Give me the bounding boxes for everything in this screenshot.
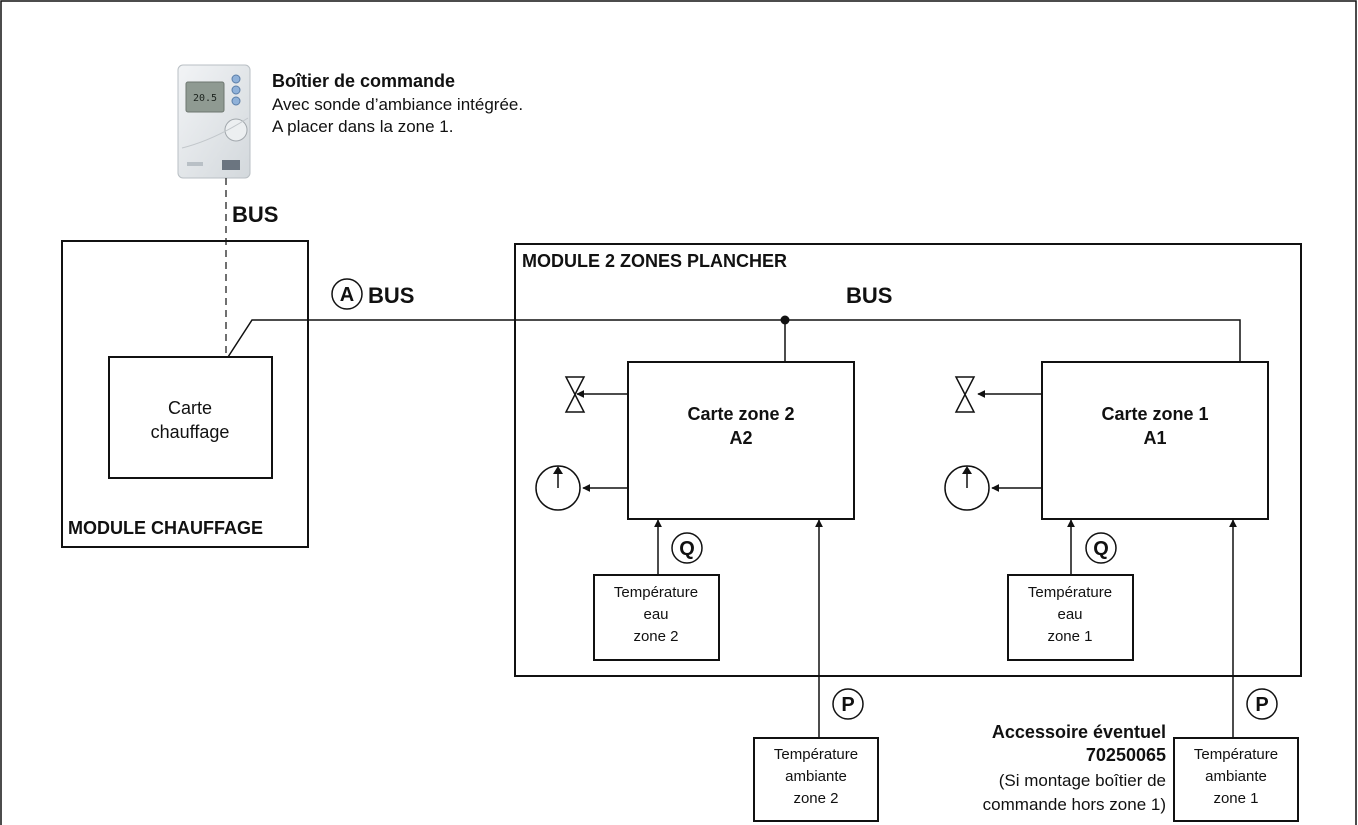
ambient-sensor-zone2-line1: Température — [774, 746, 858, 763]
valve-icon-zone2 — [564, 376, 586, 413]
ambient-sensor-zone2-line2: ambiante — [785, 768, 847, 785]
water-sensor-zone1-line2: eau — [1057, 606, 1082, 623]
ambient-sensor-zone2-box — [753, 737, 879, 822]
p-letter-zone2: P — [841, 694, 854, 716]
p-circle-zone2 — [832, 688, 864, 720]
accessory-note1: (Si montage boîtier de — [999, 771, 1166, 790]
module-2-zones-bus-label: BUS — [846, 283, 892, 308]
q-circle-zone1 — [1085, 532, 1117, 564]
q-circle-zone2 — [671, 532, 703, 564]
bus-top-label: BUS — [232, 202, 278, 227]
carte-zone-1-code: A1 — [1143, 428, 1166, 448]
module-2-zones-title: MODULE 2 ZONES PLANCHER — [522, 251, 787, 271]
ambient-sensor-zone1-line2: ambiante — [1205, 768, 1267, 785]
bus-a-label: BUS — [368, 283, 414, 308]
carte-zone-2-code: A2 — [729, 428, 752, 448]
ambient-sensor-zone2-line3: zone 2 — [793, 790, 838, 807]
accessory-title: Accessoire éventuel — [992, 722, 1166, 742]
water-sensor-zone1-line1: Température — [1028, 584, 1112, 601]
carte-zone-1-box — [1041, 361, 1269, 520]
bus-a-letter: A — [340, 284, 354, 306]
control-box-line2: A placer dans la zone 1. — [272, 117, 453, 136]
bus-a-circle — [331, 278, 363, 310]
accessory-note2: commande hors zone 1) — [983, 795, 1166, 814]
module-chauffage-box — [61, 240, 309, 548]
q-letter-zone2: Q — [679, 538, 695, 560]
pump-icon-zone2 — [535, 465, 581, 511]
water-sensor-zone1-box — [1007, 574, 1134, 661]
carte-chauffage-box — [108, 356, 273, 479]
p-letter-zone1: P — [1255, 694, 1268, 716]
p-circle-zone1 — [1246, 688, 1278, 720]
water-sensor-zone2-line1: Température — [614, 584, 698, 601]
carte-zone-1-title: Carte zone 1 — [1101, 404, 1208, 424]
pump-icon-zone1 — [944, 465, 990, 511]
carte-zone-2-title: Carte zone 2 — [687, 404, 794, 424]
water-sensor-zone1-line3: zone 1 — [1047, 628, 1092, 645]
carte-zone-2-box — [627, 361, 855, 520]
module-chauffage-title: MODULE CHAUFFAGE — [68, 518, 263, 538]
ambient-sensor-zone1-box — [1173, 737, 1299, 822]
control-box-line1: Avec sonde d’ambiance intégrée. — [272, 95, 523, 114]
water-sensor-zone2-line3: zone 2 — [633, 628, 678, 645]
thermostat-device-icon: 20.5 — [177, 64, 251, 179]
ambient-sensor-zone1-line3: zone 1 — [1213, 790, 1258, 807]
control-box-title: Boîtier de commande — [272, 71, 455, 91]
accessory-code: 70250065 — [1086, 745, 1166, 765]
water-sensor-zone2-line2: eau — [643, 606, 668, 623]
device-display-text: 20.5 — [193, 93, 217, 104]
carte-chauffage-line1: Carte — [168, 398, 212, 418]
valve-icon-zone1 — [954, 376, 976, 413]
water-sensor-zone2-box — [593, 574, 720, 661]
q-letter-zone1: Q — [1093, 538, 1109, 560]
carte-chauffage-line2: chauffage — [151, 422, 230, 442]
main-bus-line — [227, 319, 1241, 362]
bus-junction — [780, 315, 790, 325]
module-2-zones-box — [514, 243, 1302, 677]
ambient-sensor-zone1-line1: Température — [1194, 746, 1278, 763]
